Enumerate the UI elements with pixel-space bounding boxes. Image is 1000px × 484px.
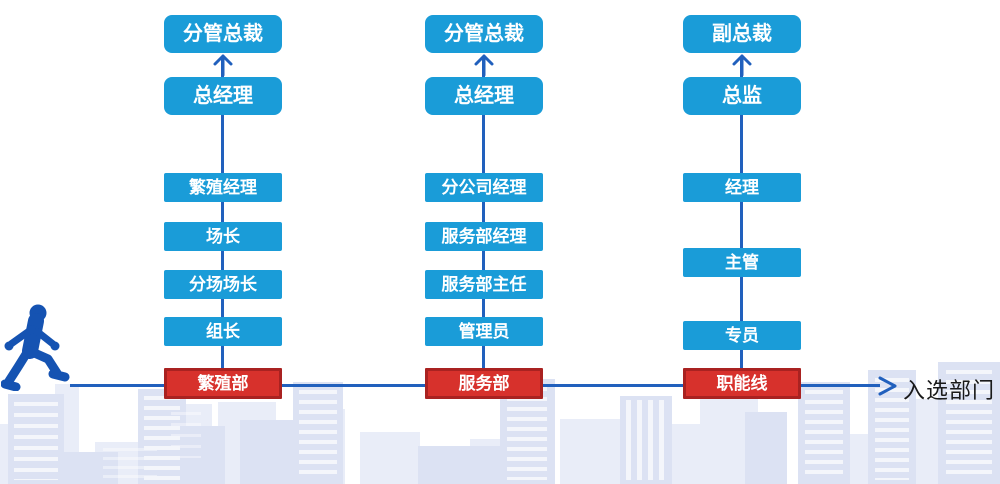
up-arrow-icon (732, 54, 752, 77)
role-box: 繁殖经理 (164, 173, 282, 202)
role-box: 服务部主任 (425, 270, 543, 299)
column-function: 副总裁 总监 经理 主管 专员 职能线 (683, 0, 801, 484)
right-arrow-icon (878, 376, 897, 396)
column-service: 分管总裁 总经理 分公司经理 服务部经理 服务部主任 管理员 服务部 (425, 0, 543, 484)
up-arrow-icon (213, 54, 233, 77)
role-box-executive: 副总裁 (683, 15, 801, 53)
role-box-executive: 总经理 (164, 77, 282, 115)
role-box: 管理员 (425, 317, 543, 346)
running-person-icon (1, 304, 70, 391)
role-box: 场长 (164, 222, 282, 251)
connector-line (482, 57, 485, 386)
department-box: 职能线 (683, 368, 801, 399)
axis-label: 入选部门 (903, 378, 996, 403)
role-box: 主管 (683, 248, 801, 277)
role-box: 分公司经理 (425, 173, 543, 202)
role-box-executive: 总经理 (425, 77, 543, 115)
city-skyline-graphic (0, 362, 1000, 484)
role-box: 服务部经理 (425, 222, 543, 251)
role-box: 组长 (164, 317, 282, 346)
column-breeding: 分管总裁 总经理 繁殖经理 场长 分场场长 组长 繁殖部 (164, 0, 282, 484)
department-box: 服务部 (425, 368, 543, 399)
role-box-executive: 分管总裁 (425, 15, 543, 53)
role-box: 经理 (683, 173, 801, 202)
role-box-executive: 分管总裁 (164, 15, 282, 53)
role-box-executive: 总监 (683, 77, 801, 115)
role-box: 分场场长 (164, 270, 282, 299)
connector-line (740, 57, 743, 386)
up-arrow-icon (474, 54, 494, 77)
connector-line (221, 57, 224, 386)
role-box: 专员 (683, 321, 801, 350)
department-box: 繁殖部 (164, 368, 282, 399)
